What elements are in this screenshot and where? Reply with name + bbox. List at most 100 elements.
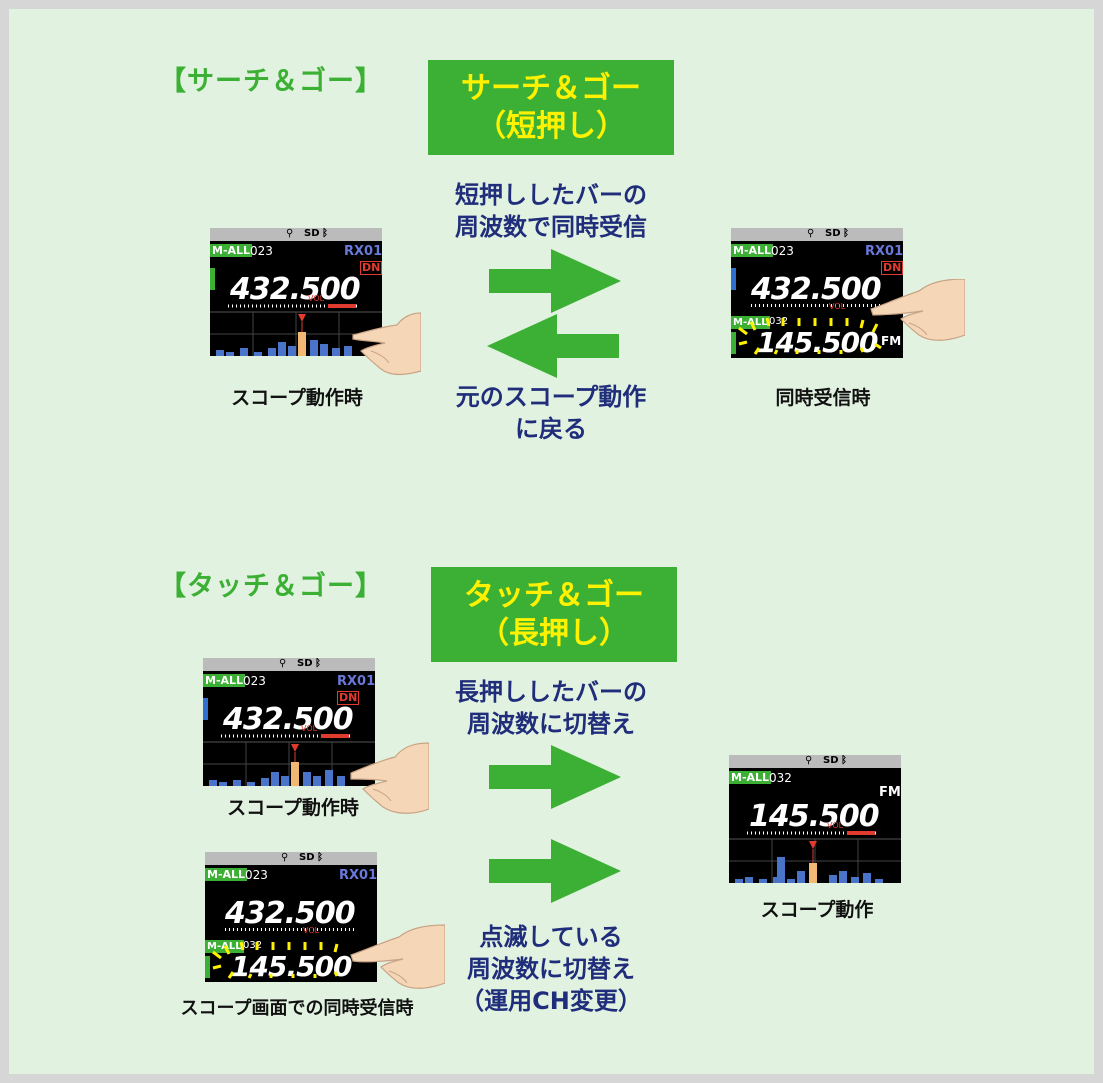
scope-spectrum <box>210 304 382 356</box>
satellite-icon: ⚲ <box>805 755 813 766</box>
radio-screen-scope-2: ⚲ SD ᛒ M-ALL 023 RX01 DN 432.500 VOL <box>203 658 375 786</box>
memory-tag: M-ALL <box>731 244 774 257</box>
rx-label: RX01 <box>339 868 377 883</box>
memory-tag: M-ALL <box>205 868 248 881</box>
caption-scope-mode: スコープ動作時 <box>231 387 363 409</box>
sub-channel-number: 032 <box>243 940 263 951</box>
touch-go-box: タッチ＆ゴー （長押し） <box>431 567 677 662</box>
back-line-1: 元のスコープ動作 <box>455 383 647 411</box>
bluetooth-icon: ᛒ <box>843 228 849 239</box>
volume-label: VOL <box>308 294 325 303</box>
search-go-section-title: 【サーチ＆ゴー】 <box>159 66 383 97</box>
hand-icon <box>352 312 421 376</box>
sd-label: SD <box>823 755 839 766</box>
volume-label: VOL <box>827 821 844 830</box>
scope-spectrum <box>729 831 901 883</box>
satellite-icon: ⚲ <box>279 658 287 669</box>
forward-line-2: 周波数で同時受信 <box>455 213 647 241</box>
caption-result-scope: スコープ動作 <box>760 899 874 921</box>
volume-label: VOL <box>829 302 846 311</box>
status-bar: ⚲ SD ᛒ <box>729 755 901 768</box>
frequency-display: 432.500 <box>223 702 354 737</box>
rx-label: RX01 <box>337 674 375 689</box>
radio-screen-scope-1: ⚲ SD ᛒ M-ALL 023 RX01 DN 432.500 VOL <box>210 228 382 356</box>
touch-go-box-title: タッチ＆ゴー <box>464 577 644 613</box>
satellite-icon: ⚲ <box>286 228 294 239</box>
frequency-display: 432.500 <box>230 272 361 307</box>
memory-tag: M-ALL <box>203 674 246 687</box>
upper-line-1: 長押ししたバーの <box>455 678 647 706</box>
forward-line-1: 短押ししたバーの <box>455 181 647 209</box>
radio-screen-result-scope: ⚲ SD ᛒ M-ALL 032 FM 145.500 VOL <box>729 755 901 883</box>
touch-go-lower-text: 点滅している 周波数に切替え （運用CH変更） <box>419 921 683 1017</box>
left-arrow-icon <box>487 314 619 378</box>
lower-line-1: 点滅している <box>479 923 623 951</box>
search-go-back-text: 元のスコープ動作 に戻る <box>419 381 683 445</box>
dn-badge: DN <box>337 691 360 705</box>
search-go-box-title: サーチ＆ゴー <box>461 70 641 106</box>
dn-badge: DN <box>360 261 382 275</box>
caption-dual-receive: 同時受信時 <box>775 387 871 409</box>
touch-go-box-subtitle: （長押し） <box>479 615 629 651</box>
dn-badge: DN <box>881 261 903 275</box>
status-bar: ⚲ SD ᛒ <box>203 658 375 671</box>
mode-label: FM <box>879 785 901 800</box>
memory-tag: M-ALL <box>210 244 253 257</box>
signal-meter <box>751 304 881 307</box>
sd-label: SD <box>297 658 313 669</box>
status-bar: ⚲ SD ᛒ <box>205 852 377 865</box>
scope-spectrum <box>203 734 375 786</box>
sd-label: SD <box>825 228 841 239</box>
sub-band-indicator <box>205 956 210 978</box>
channel-number: 023 <box>245 868 268 882</box>
bluetooth-icon: ᛒ <box>322 228 328 239</box>
touch-go-upper-text: 長押ししたバーの 周波数に切替え <box>419 676 683 740</box>
bluetooth-icon: ᛒ <box>317 852 323 863</box>
radio-screen-dual-receive: ⚲ SD ᛒ M-ALL 023 RX01 DN 432.500 VOL M-A… <box>731 228 903 358</box>
bluetooth-icon: ᛒ <box>315 658 321 669</box>
sub-band-indicator <box>731 332 736 354</box>
frequency-display-main: 432.500 <box>751 272 882 307</box>
sd-label: SD <box>299 852 315 863</box>
caption-scope-mode-2: スコープ動作時 <box>227 797 359 819</box>
blink-indicator-icon <box>738 317 882 355</box>
hand-icon <box>350 742 429 814</box>
band-indicator <box>731 268 736 290</box>
diagram-panel: 【サーチ＆ゴー】 サーチ＆ゴー （短押し） 短押ししたバーの 周波数で同時受信 … <box>9 9 1094 1074</box>
caption-scope-dual-receive: スコープ画面での同時受信時 <box>180 998 414 1019</box>
channel-number: 023 <box>771 244 794 258</box>
lower-line-3: （運用CH変更） <box>460 987 642 1015</box>
band-indicator <box>203 698 208 720</box>
rx-label: RX01 <box>344 244 382 259</box>
sd-label: SD <box>304 228 320 239</box>
touch-go-section-title: 【タッチ＆ゴー】 <box>159 571 383 602</box>
back-line-2: に戻る <box>515 415 587 443</box>
search-go-forward-text: 短押ししたバーの 周波数で同時受信 <box>419 179 683 243</box>
volume-label: VOL <box>303 926 320 935</box>
mode-label: FM <box>881 334 902 348</box>
satellite-icon: ⚲ <box>807 228 815 239</box>
volume-label: VOL <box>301 724 318 733</box>
right-arrow-icon <box>489 839 621 903</box>
bluetooth-icon: ᛒ <box>841 755 847 766</box>
right-arrow-icon <box>489 249 621 313</box>
band-indicator <box>210 268 215 290</box>
hand-icon <box>870 279 965 341</box>
status-bar: ⚲ SD ᛒ <box>210 228 382 241</box>
channel-number: 023 <box>243 674 266 688</box>
channel-number: 032 <box>769 771 792 785</box>
channel-number: 023 <box>250 244 273 258</box>
radio-screen-scope-dual: ⚲ SD ᛒ M-ALL 023 RX01 432.500 VOL M-ALL … <box>205 852 377 982</box>
frequency-display-main: 432.500 <box>225 896 356 931</box>
lower-line-2: 周波数に切替え <box>467 955 635 983</box>
sub-channel-number: 032 <box>769 316 789 327</box>
right-arrow-icon <box>489 745 621 809</box>
blink-indicator-icon <box>212 941 339 979</box>
search-go-box: サーチ＆ゴー （短押し） <box>428 60 674 155</box>
satellite-icon: ⚲ <box>281 852 289 863</box>
status-bar: ⚲ SD ᛒ <box>731 228 903 241</box>
upper-line-2: 周波数に切替え <box>467 710 635 738</box>
frequency-display: 145.500 <box>749 799 880 834</box>
search-go-box-subtitle: （短押し） <box>476 108 626 144</box>
memory-tag: M-ALL <box>729 771 772 784</box>
